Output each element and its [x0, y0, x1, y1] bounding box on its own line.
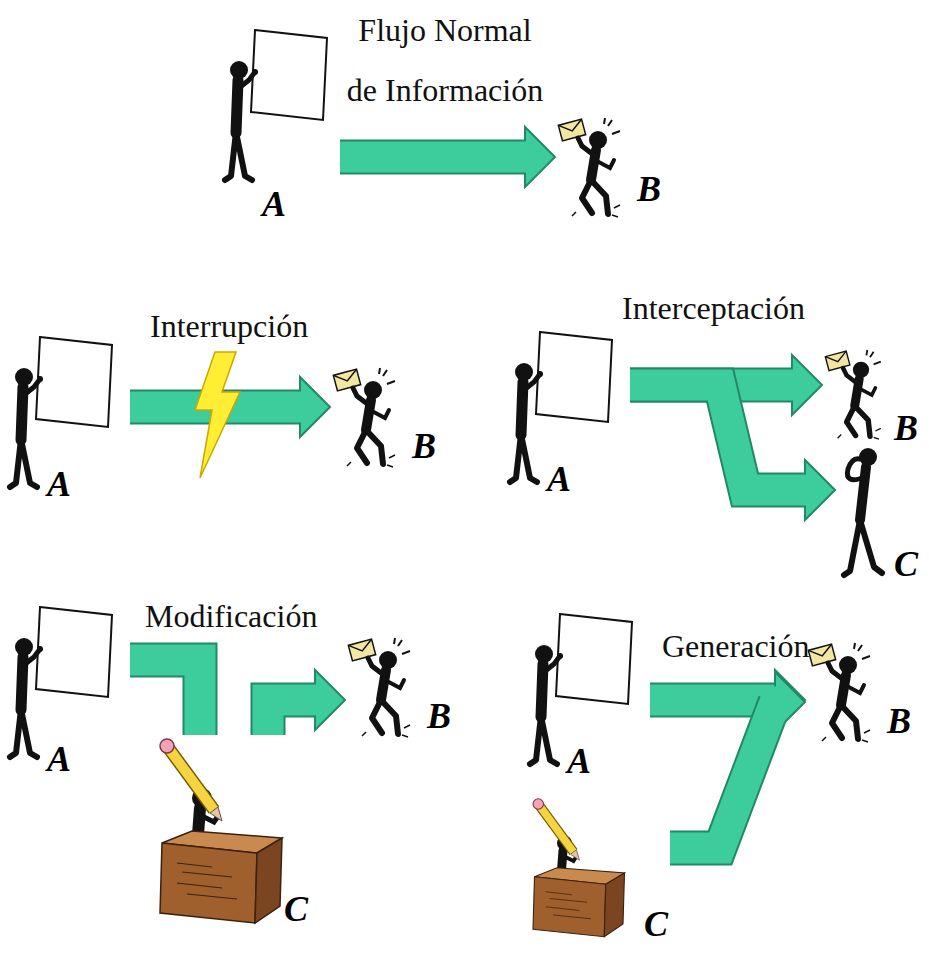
intruder-figure	[160, 739, 282, 923]
figure-letter: A	[47, 740, 71, 780]
figure-node: A	[525, 607, 650, 782]
arrow-body	[340, 142, 528, 173]
figure-node: A	[220, 25, 340, 225]
figure-node: B	[822, 347, 922, 457]
receiver-figure	[825, 350, 880, 439]
figure-node: B	[345, 635, 455, 745]
figure-node: C	[525, 795, 670, 945]
flow-arrow	[340, 127, 555, 187]
arrow-body	[630, 385, 808, 490]
flow-arrow	[268, 670, 345, 735]
arrow-head	[525, 127, 555, 187]
figure-letter: A	[567, 742, 591, 782]
arrow-head	[805, 460, 835, 520]
arrow-outline	[130, 660, 200, 735]
flow-arrow	[670, 672, 805, 848]
sender-figure	[10, 607, 112, 757]
figure-node: B	[330, 365, 440, 475]
figure-letter: B	[894, 409, 918, 449]
figure-letter: A	[47, 465, 71, 505]
figure-node: C	[150, 735, 310, 930]
panel-title: Interrupción	[150, 308, 308, 345]
panel-title: Flujo Normal de Información	[342, 0, 548, 120]
figure-letter: C	[894, 545, 918, 585]
figure-letter: A	[262, 185, 286, 225]
arrow-body	[268, 700, 318, 735]
figure-node: A	[505, 325, 630, 500]
arrow-body	[130, 660, 200, 735]
figure-letter: B	[887, 702, 911, 742]
flow-arrow	[130, 660, 200, 735]
sender-figure	[225, 30, 327, 180]
figure-node: B	[555, 115, 665, 220]
panel-title: Generación	[662, 628, 809, 665]
lightning-bolt	[195, 352, 240, 478]
arrow-head	[315, 670, 345, 730]
figure-node: A	[5, 330, 130, 505]
figure-node: A	[5, 600, 130, 780]
figure-letter: C	[644, 905, 668, 945]
figure-letter: B	[412, 427, 436, 467]
figure-node: C	[835, 440, 920, 585]
figure-letter: B	[637, 170, 661, 210]
arrow-body	[670, 702, 778, 848]
receiver-figure	[808, 643, 870, 742]
arrow-head	[300, 377, 330, 437]
panel-title: Modificación	[145, 598, 317, 635]
flow-arrow	[630, 385, 835, 520]
intruder-figure	[533, 799, 625, 937]
arrow-head	[792, 355, 822, 415]
intruder-figure	[844, 448, 882, 575]
receiver-figure	[333, 368, 395, 467]
figure-letter: A	[547, 460, 571, 500]
figure-letter: C	[284, 890, 308, 930]
receiver-figure	[558, 118, 620, 217]
receiver-figure	[348, 638, 410, 737]
figure-letter: B	[427, 697, 451, 737]
panel-title: Interceptación	[622, 290, 805, 327]
figure-node: B	[805, 640, 915, 750]
